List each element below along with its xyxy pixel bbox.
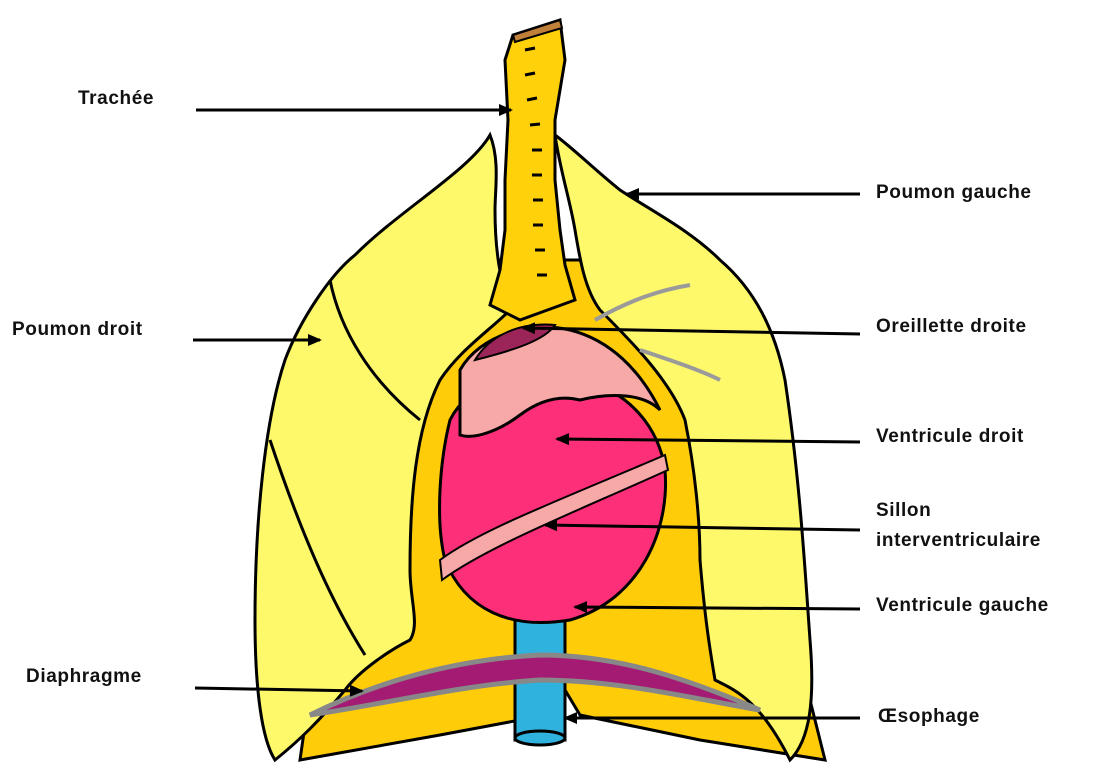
label-ventricule-droit-text: Ventricule droit (876, 426, 1024, 447)
label-oesophage-text: Œsophage (878, 706, 980, 727)
label-sillon-text-1: Sillon (876, 500, 931, 521)
label-oreillette-droite-text: Oreillette droite (876, 316, 1027, 337)
arrow-ventricule-gauche (575, 607, 860, 609)
label-diaphragme-text: Diaphragme (26, 666, 142, 687)
label-poumon-droit-text: Poumon droit (12, 319, 143, 340)
label-sillon-text-2: interventriculaire (876, 530, 1041, 551)
label-trachea-text: Trachée (78, 88, 154, 109)
esophagus-end (515, 731, 565, 745)
label-poumon-gauche: Poumon gauche (627, 182, 1032, 203)
label-ventricule-gauche-text: Ventricule gauche (876, 595, 1049, 616)
label-poumon-gauche-text: Poumon gauche (876, 182, 1032, 203)
label-trachea: Trachée (78, 88, 511, 110)
label-poumon-droit: Poumon droit (12, 319, 320, 340)
